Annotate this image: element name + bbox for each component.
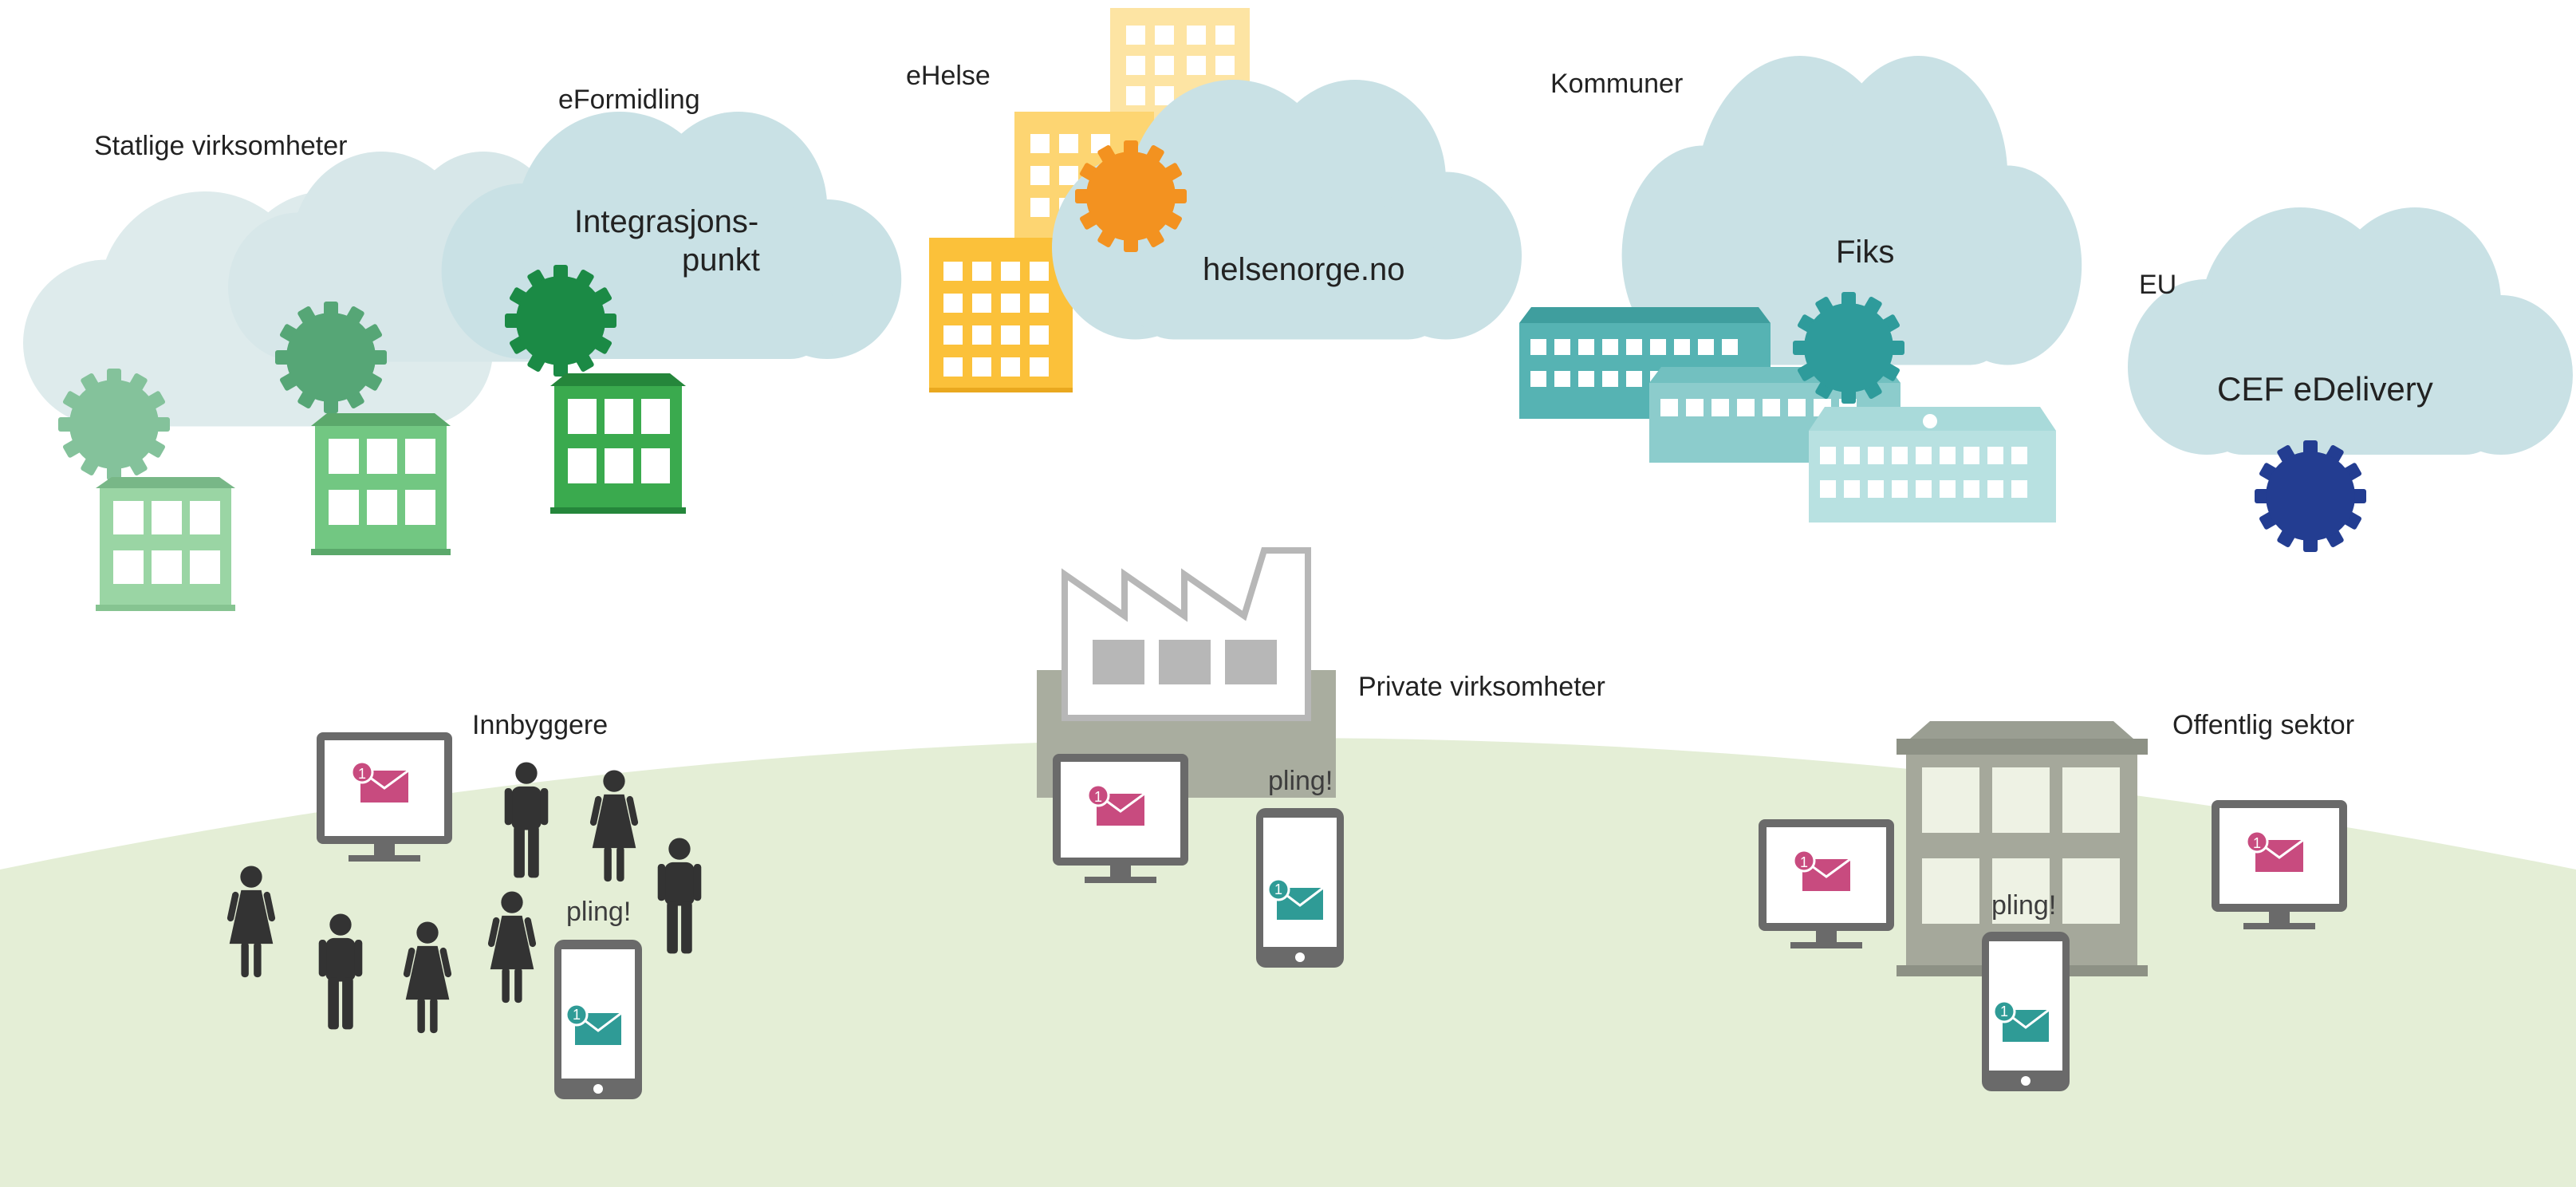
label-eformidling: eFormidling — [558, 85, 700, 115]
notification-count: 1 — [573, 1007, 581, 1023]
factory — [1037, 547, 1336, 798]
envelope-icon — [1266, 877, 1324, 920]
label-fiks: Fiks — [1836, 235, 1895, 270]
envelope-icon — [565, 1003, 622, 1045]
label-pling-private: pling! — [1268, 766, 1333, 796]
monitor-innbyggere: 1 — [317, 732, 452, 862]
notification-count: 1 — [358, 766, 366, 782]
eformidling-building — [550, 373, 686, 514]
label-integrasjon-line1: Integrasjons- — [574, 204, 759, 239]
label-private: Private virksomheter — [1358, 672, 1605, 702]
eu-gear-icon — [2255, 440, 2366, 552]
label-cef: CEF eDelivery — [2217, 370, 2433, 408]
phone-offentlig: 1 — [1982, 932, 2070, 1091]
label-helsenorge: helsenorge.no — [1203, 252, 1405, 287]
notification-count: 1 — [1800, 854, 1808, 870]
notification-count: 1 — [1094, 789, 1102, 805]
municipal-buildings — [1519, 307, 2056, 523]
statlige-building-2 — [311, 413, 451, 555]
notification-count: 1 — [2253, 835, 2261, 851]
label-innbyggere: Innbyggere — [472, 710, 609, 740]
envelope-icon — [350, 760, 409, 803]
notification-count: 1 — [2000, 1004, 2008, 1019]
monitor-private: 1 — [1053, 754, 1188, 883]
statlige-building-1 — [96, 477, 235, 611]
notification-count: 1 — [1274, 881, 1282, 897]
label-offentlig: Offentlig sektor — [2172, 710, 2355, 740]
eu-cloud — [2128, 207, 2573, 455]
envelope-icon — [2245, 830, 2304, 872]
label-pling-offentlig: pling! — [1991, 890, 2057, 921]
phone-private: 1 — [1256, 808, 1344, 968]
label-integrasjon-line2: punkt — [682, 243, 760, 278]
monitor-offentlig-left: 1 — [1759, 819, 1894, 948]
label-kommuner: Kommuner — [1550, 69, 1684, 99]
label-eu: EU — [2139, 270, 2177, 300]
label-pling-innbyggere: pling! — [566, 897, 632, 927]
phone-innbyggere: 1 — [554, 940, 642, 1099]
label-statlige: Statlige virksomheter — [94, 131, 348, 161]
envelope-icon — [1992, 1000, 2050, 1042]
envelope-icon — [1792, 849, 1851, 891]
monitor-offentlig-right: 1 — [2212, 800, 2347, 929]
label-ehelse: eHelse — [906, 61, 991, 91]
envelope-icon — [1086, 783, 1145, 826]
